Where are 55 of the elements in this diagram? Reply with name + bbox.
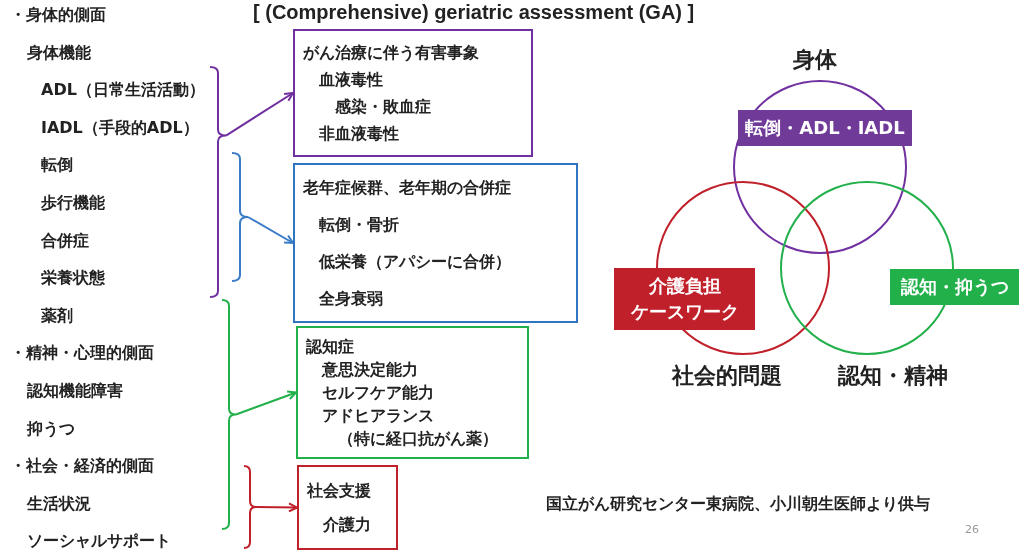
box-text: 認知症 bbox=[306, 335, 355, 358]
label-text: 合併症 bbox=[41, 230, 89, 251]
category-tag bbox=[890, 269, 1019, 305]
category-tag bbox=[614, 268, 755, 330]
label-text: ソーシャルサポート bbox=[27, 531, 171, 552]
tag-text: 介護負担 bbox=[648, 274, 721, 298]
curly-bracket bbox=[244, 465, 256, 549]
label-text: ・精神・心理的側面 bbox=[10, 343, 154, 364]
arrow bbox=[247, 216, 294, 244]
label-text: 栄養状態 bbox=[41, 268, 105, 289]
label-text: 社会的問題 bbox=[672, 366, 782, 386]
label-text: 生活状況 bbox=[27, 493, 91, 514]
box-text: 転倒・骨折 bbox=[318, 213, 400, 236]
label-text: 認知・精神 bbox=[838, 366, 948, 386]
label-text: 抑うつ bbox=[27, 418, 75, 439]
label-text: 歩行機能 bbox=[41, 193, 105, 213]
arrow bbox=[235, 390, 297, 416]
label-text: IADL（手段的ADL） bbox=[41, 117, 199, 138]
box-text: アドヒアランス bbox=[321, 404, 435, 427]
tag-text: 転倒・ADL・IADL bbox=[745, 116, 905, 140]
box-text: 低栄養（アパシーに合併） bbox=[317, 250, 512, 273]
tag-text: ケースワーク bbox=[630, 300, 739, 324]
box-text: （特に経口抗がん薬） bbox=[337, 427, 499, 450]
label-text: 国立がん研究センター東病院、小川朝生医師より供与 bbox=[546, 494, 930, 514]
box-text: 非血液毒性 bbox=[318, 122, 400, 145]
box-text: 血液毒性 bbox=[318, 68, 384, 91]
category-box bbox=[293, 163, 578, 323]
label-text: 認知機能障害 bbox=[27, 381, 123, 401]
label-text: ADL（日常生活活動） bbox=[41, 80, 205, 101]
label-text: ・社会・経済的側面 bbox=[10, 456, 154, 477]
box-text: 介護力 bbox=[322, 513, 372, 536]
label-text: 身体機能 bbox=[27, 42, 91, 63]
box-text: セルフケア能力 bbox=[321, 381, 435, 404]
tag-text: 認知・抑うつ bbox=[900, 275, 1009, 299]
venn-circle bbox=[780, 181, 954, 355]
category-box bbox=[297, 465, 398, 550]
box-text: 意思決定能力 bbox=[320, 358, 419, 381]
arrow bbox=[225, 92, 294, 137]
curly-bracket bbox=[222, 299, 236, 530]
box-text: 全身衰弱 bbox=[318, 287, 384, 310]
title: [ (Comprehensive) geriatric assessment (GA) ] bbox=[253, 0, 695, 25]
label-text: ・身体的側面 bbox=[10, 5, 106, 25]
category-box bbox=[293, 29, 533, 157]
arrow bbox=[255, 502, 298, 513]
label-text: 26 bbox=[965, 522, 979, 538]
box-text: 社会支援 bbox=[307, 479, 372, 502]
label-text: 薬剤 bbox=[41, 305, 73, 326]
category-box bbox=[296, 326, 529, 459]
curly-bracket bbox=[210, 66, 226, 298]
box-text: がん治療に伴う有害事象 bbox=[303, 41, 480, 64]
box-text: 感染・敗血症 bbox=[334, 95, 432, 118]
label-text: 身体 bbox=[793, 50, 837, 70]
box-text: 老年症候群、老年期の合併症 bbox=[303, 176, 512, 199]
label-text: 転倒 bbox=[41, 155, 73, 176]
curly-bracket bbox=[232, 152, 248, 282]
